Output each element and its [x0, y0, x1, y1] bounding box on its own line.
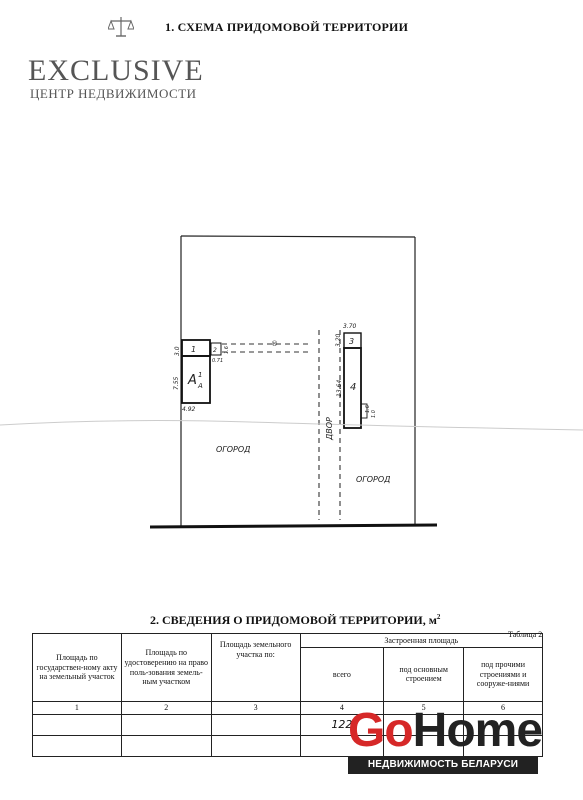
logo-brand-text: EXCLUSIVE — [28, 54, 204, 87]
section-2-title: 2. СВЕДЕНИЯ О ПРИДОМОВОЙ ТЕРРИТОРИИ, м2 — [150, 613, 440, 628]
main-house-sup: 1 — [198, 371, 202, 379]
territory-table: Площадь по государствен-ному акту на зем… — [32, 633, 544, 757]
section-1-title: 1. СХЕМА ПРИДОМОВОЙ ТЕРРИТОРИИ — [165, 20, 409, 34]
dim-3-20: 3.20 — [335, 333, 342, 347]
section-2-title-sup: 2 — [436, 613, 441, 621]
dim-0-71: 0.71 — [212, 358, 223, 364]
table-subheader-row: всего под основным строением под прочими… — [33, 646, 543, 703]
table-row — [32, 734, 543, 757]
dim-4-92: 4.92 — [182, 406, 196, 413]
table-cell — [120, 713, 212, 736]
header-state-act: Площадь по государствен-ному акту на зем… — [32, 633, 122, 702]
col-number: 3 — [210, 701, 301, 715]
subheader-other-buildings: под прочими строениями и сооруже-ниями — [463, 646, 543, 703]
col-number: 2 — [120, 701, 212, 715]
header-land-plot: Площадь земельного участка по: — [210, 633, 301, 702]
gohome-band: НЕДВИЖИМОСТЬ БЕЛАРУСИ — [348, 756, 538, 774]
table-cell — [32, 734, 122, 757]
table-cell — [210, 713, 301, 736]
header-built-area: Застроенная площадь — [299, 633, 544, 648]
dim-3-0: 3.0 — [174, 346, 181, 356]
dim-7-55: 7.55 — [173, 376, 180, 390]
subheader-total: всего — [299, 646, 385, 703]
table-cell — [463, 734, 543, 757]
building-3-label: 3 — [349, 337, 354, 346]
table-number-row: 1 2 3 4 5 6 — [32, 701, 543, 715]
scales-icon — [108, 17, 134, 37]
gohome-watermark: GoHome НЕДВИЖИМОСТЬ БЕЛАРУСИ — [348, 706, 543, 774]
dim-13-64: 13.64 — [336, 380, 343, 397]
dim-1-0: 1.0 — [371, 410, 377, 418]
garden-left-label: ОГОРОД — [216, 445, 250, 454]
dim-1-6: 1.6 — [224, 346, 230, 354]
garden-right-label: ОГОРОД — [356, 475, 390, 484]
table-header-row: Площадь по государствен-ному акту на зем… — [32, 633, 544, 702]
yard-label: ДВОР — [325, 417, 334, 441]
building-4-label: 4 — [350, 382, 356, 393]
building-1-label: 1 — [191, 345, 196, 354]
main-house-sub: А — [197, 382, 203, 390]
col-number: 1 — [32, 701, 122, 715]
gohome-home: Home — [412, 704, 543, 757]
gohome-go: Go — [348, 704, 414, 757]
dim-1-6b: 1.6 — [365, 405, 371, 413]
gohome-logo-text: GoHome — [348, 704, 543, 757]
section-2-title-text: 2. СВЕДЕНИЯ О ПРИДОМОВОЙ ТЕРРИТОРИИ, м — [150, 613, 437, 627]
marker-symbol: ® — [271, 340, 278, 348]
header-certificate: Площадь по удостоверению на право поль-з… — [120, 633, 212, 702]
table-cell — [210, 734, 301, 757]
building-2-label: 2 — [213, 347, 217, 354]
exclusive-logo: EXCLUSIVE ЦЕНТР НЕДВИЖИМОСТИ — [28, 50, 213, 101]
main-house-label: А — [187, 373, 197, 388]
logo-subtitle-text: ЦЕНТР НЕДВИЖИМОСТИ — [30, 86, 197, 101]
subheader-main-building: под основным строением — [383, 646, 465, 703]
territory-scheme: 1 2 3 4 А 1 А ДВОР ОГОРОД ОГОРОД 3.0 7.5… — [0, 235, 583, 529]
table-cell — [32, 713, 122, 736]
table-row: 122 — [32, 713, 543, 736]
dim-3-70: 3.70 — [343, 323, 357, 330]
table-cell — [120, 734, 212, 757]
